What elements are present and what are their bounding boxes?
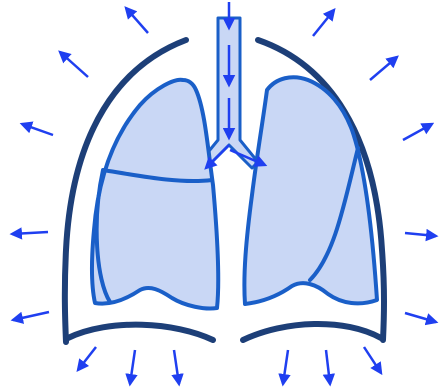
diaphragm-left <box>68 325 213 340</box>
arrow-outward-icon <box>326 350 330 384</box>
right-lung-outline <box>244 77 377 304</box>
arrow-outward-icon <box>370 57 397 80</box>
arrow-outward-icon <box>126 8 148 33</box>
right-lung <box>244 77 377 304</box>
arrow-outward-icon <box>130 350 135 384</box>
arrow-outward-icon <box>313 10 334 36</box>
arrow-outward-icon <box>60 52 88 77</box>
diaphragm-right <box>243 324 381 340</box>
left-lung <box>92 80 218 309</box>
arrow-outward-icon <box>12 232 48 234</box>
left-lung-outline <box>92 80 218 309</box>
arrow-outward-icon <box>13 312 49 320</box>
arrow-outward-icon <box>78 347 96 370</box>
arrow-outward-icon <box>174 350 179 384</box>
arrow-outward-icon <box>405 233 436 236</box>
arrow-outward-icon <box>283 350 288 384</box>
arrow-outward-icon <box>405 313 436 322</box>
arrow-outward-icon <box>364 347 381 373</box>
arrow-outward-icon <box>22 124 53 135</box>
arrow-outward-icon <box>403 124 432 140</box>
